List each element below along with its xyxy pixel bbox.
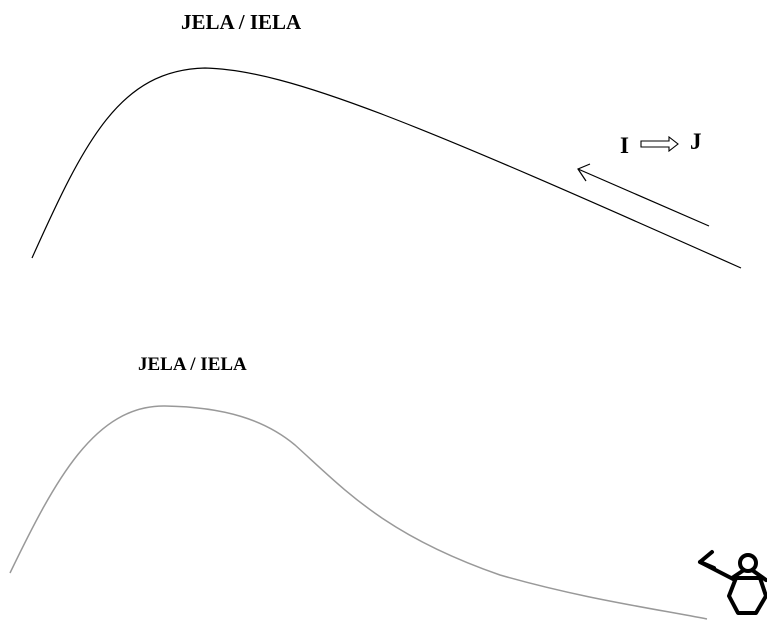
bottom-chart-title: JELA / IELA (138, 354, 247, 375)
top-chart-title: JELA / IELA (181, 10, 302, 34)
state-label-final: J (690, 129, 702, 154)
top-direction-arrow (577, 163, 710, 227)
bottom-energy-curve (9, 405, 708, 620)
transition-arrow-icon (640, 135, 679, 153)
state-label-initial: I (620, 133, 629, 158)
stick-figure-icon (698, 550, 767, 615)
top-energy-curve (31, 67, 742, 269)
